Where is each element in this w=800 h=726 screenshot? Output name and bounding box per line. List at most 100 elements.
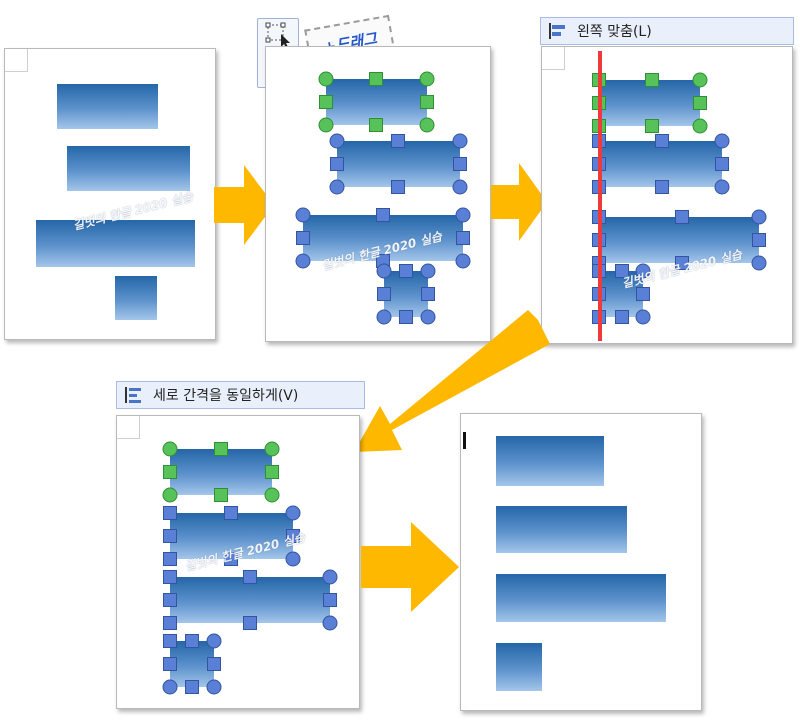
resize-handle[interactable]: [163, 506, 177, 520]
resize-handle[interactable]: [455, 253, 471, 269]
resize-handle[interactable]: [675, 256, 689, 270]
resize-handle[interactable]: [163, 465, 177, 479]
resize-handle[interactable]: [645, 119, 659, 133]
resize-handle[interactable]: [455, 207, 471, 223]
resize-handle[interactable]: [399, 264, 413, 278]
resize-handle[interactable]: [421, 287, 435, 301]
resize-handle[interactable]: [369, 72, 383, 86]
resize-handle[interactable]: [163, 634, 177, 648]
resize-handle[interactable]: [376, 309, 392, 325]
resize-handle[interactable]: [419, 71, 435, 87]
resize-handle[interactable]: [265, 465, 279, 479]
resize-handle[interactable]: [162, 487, 178, 503]
shape-1[interactable]: [57, 84, 158, 129]
resize-handle[interactable]: [655, 180, 669, 194]
resize-handle[interactable]: [323, 593, 337, 607]
resize-handle[interactable]: [675, 210, 689, 224]
resize-handle[interactable]: [369, 118, 383, 132]
resize-handle[interactable]: [615, 310, 629, 324]
resize-handle[interactable]: [635, 309, 651, 325]
resize-handle[interactable]: [162, 679, 178, 695]
resize-handle[interactable]: [420, 263, 436, 279]
resize-handle[interactable]: [391, 180, 405, 194]
resize-handle[interactable]: [264, 441, 280, 457]
shape-2[interactable]: [67, 146, 190, 191]
resize-handle[interactable]: [376, 263, 392, 279]
resize-handle[interactable]: [714, 133, 730, 149]
shape-3[interactable]: [170, 577, 330, 623]
shape-4[interactable]: [170, 641, 214, 687]
resize-handle[interactable]: [163, 657, 177, 671]
resize-handle[interactable]: [399, 310, 413, 324]
resize-handle[interactable]: [295, 207, 311, 223]
shape-3[interactable]: [599, 217, 759, 263]
resize-handle[interactable]: [391, 134, 405, 148]
resize-handle[interactable]: [163, 552, 177, 566]
resize-handle[interactable]: [318, 117, 334, 133]
resize-handle[interactable]: [751, 209, 767, 225]
resize-handle[interactable]: [224, 506, 238, 520]
resize-handle[interactable]: [329, 133, 345, 149]
resize-handle[interactable]: [214, 488, 228, 502]
resize-handle[interactable]: [319, 95, 333, 109]
resize-handle[interactable]: [420, 309, 436, 325]
resize-handle[interactable]: [751, 255, 767, 271]
resize-handle[interactable]: [207, 657, 221, 671]
resize-handle[interactable]: [714, 179, 730, 195]
shape-3[interactable]: [36, 220, 195, 267]
resize-handle[interactable]: [264, 487, 280, 503]
resize-handle[interactable]: [214, 442, 228, 456]
resize-handle[interactable]: [286, 529, 300, 543]
shape-4[interactable]: [384, 271, 428, 317]
shape-1[interactable]: [326, 79, 427, 125]
resize-handle[interactable]: [692, 72, 708, 88]
resize-handle[interactable]: [285, 505, 301, 521]
resize-handle[interactable]: [655, 134, 669, 148]
resize-handle[interactable]: [163, 570, 177, 584]
resize-handle[interactable]: [453, 157, 467, 171]
resize-handle[interactable]: [645, 73, 659, 87]
resize-handle[interactable]: [636, 287, 650, 301]
shape-2[interactable]: [599, 141, 722, 187]
resize-handle[interactable]: [163, 529, 177, 543]
resize-handle[interactable]: [206, 633, 222, 649]
resize-handle[interactable]: [419, 117, 435, 133]
resize-handle[interactable]: [322, 615, 338, 631]
resize-handle[interactable]: [285, 551, 301, 567]
resize-handle[interactable]: [752, 233, 766, 247]
shape-2[interactable]: [496, 506, 627, 553]
resize-handle[interactable]: [376, 208, 390, 222]
shape-4[interactable]: [115, 276, 157, 320]
resize-handle[interactable]: [295, 253, 311, 269]
resize-handle[interactable]: [420, 95, 434, 109]
left-align-command[interactable]: 왼쪽 맞춤(L): [540, 17, 794, 45]
shape-2[interactable]: [170, 513, 293, 559]
resize-handle[interactable]: [452, 179, 468, 195]
resize-handle[interactable]: [377, 287, 391, 301]
resize-handle[interactable]: [185, 680, 199, 694]
resize-handle[interactable]: [456, 231, 470, 245]
resize-handle[interactable]: [322, 569, 338, 585]
resize-handle[interactable]: [163, 593, 177, 607]
shape-1[interactable]: [496, 436, 604, 486]
shape-1[interactable]: [170, 449, 272, 495]
resize-handle[interactable]: [715, 157, 729, 171]
resize-handle[interactable]: [224, 552, 238, 566]
resize-handle[interactable]: [329, 179, 345, 195]
resize-handle[interactable]: [318, 71, 334, 87]
equal-vertical-spacing-command[interactable]: 세로 간격을 동일하게(V): [116, 381, 365, 409]
resize-handle[interactable]: [692, 118, 708, 134]
shape-4[interactable]: [599, 271, 643, 317]
resize-handle[interactable]: [452, 133, 468, 149]
resize-handle[interactable]: [162, 441, 178, 457]
resize-handle[interactable]: [206, 679, 222, 695]
shape-2[interactable]: [337, 141, 460, 187]
resize-handle[interactable]: [615, 264, 629, 278]
resize-handle[interactable]: [330, 157, 344, 171]
shape-3[interactable]: [303, 215, 463, 261]
resize-handle[interactable]: [243, 616, 257, 630]
resize-handle[interactable]: [243, 570, 257, 584]
shape-1[interactable]: [599, 80, 700, 126]
resize-handle[interactable]: [163, 616, 177, 630]
resize-handle[interactable]: [296, 231, 310, 245]
